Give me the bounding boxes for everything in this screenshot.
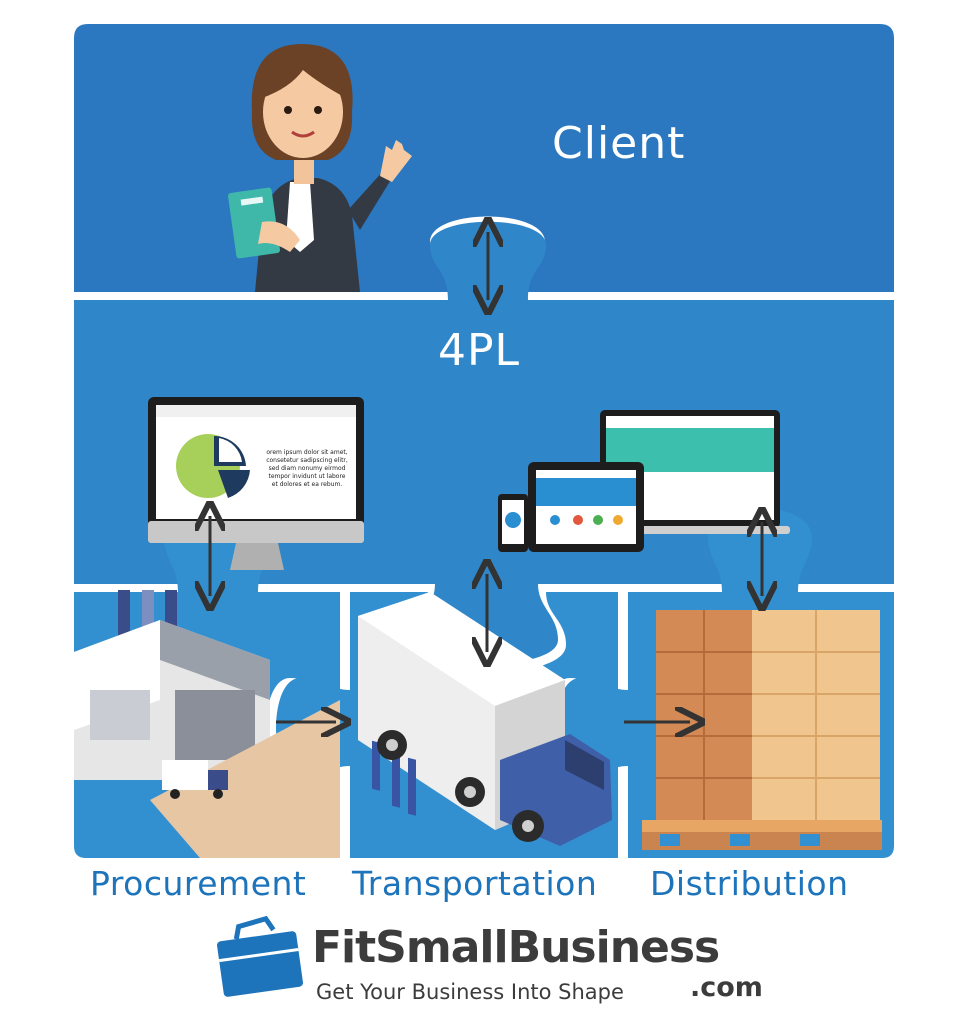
- brand-name: FitSmallBusiness: [312, 922, 720, 973]
- distribution-label: Distribution: [650, 864, 849, 903]
- fourpl-label: 4PL: [438, 325, 521, 376]
- briefcase-logo-icon: [217, 915, 303, 997]
- client-label: Client: [552, 118, 686, 169]
- monitor-screen-text: orem ipsum dolor sit amet, consetetur sa…: [266, 449, 348, 488]
- truck-illustration: [358, 592, 612, 846]
- desktop-monitor-illustration: [148, 397, 364, 570]
- procurement-label: Procurement: [90, 864, 307, 903]
- client-woman-illustration: [228, 44, 412, 292]
- factory-illustration: [74, 590, 340, 858]
- warehouse-boxes-illustration: [642, 610, 882, 850]
- responsive-devices-illustration: [498, 410, 790, 552]
- brand-tagline: Get Your Business Into Shape: [316, 980, 624, 1004]
- transportation-label: Transportation: [352, 864, 598, 903]
- brand-domain: .com: [690, 972, 763, 1003]
